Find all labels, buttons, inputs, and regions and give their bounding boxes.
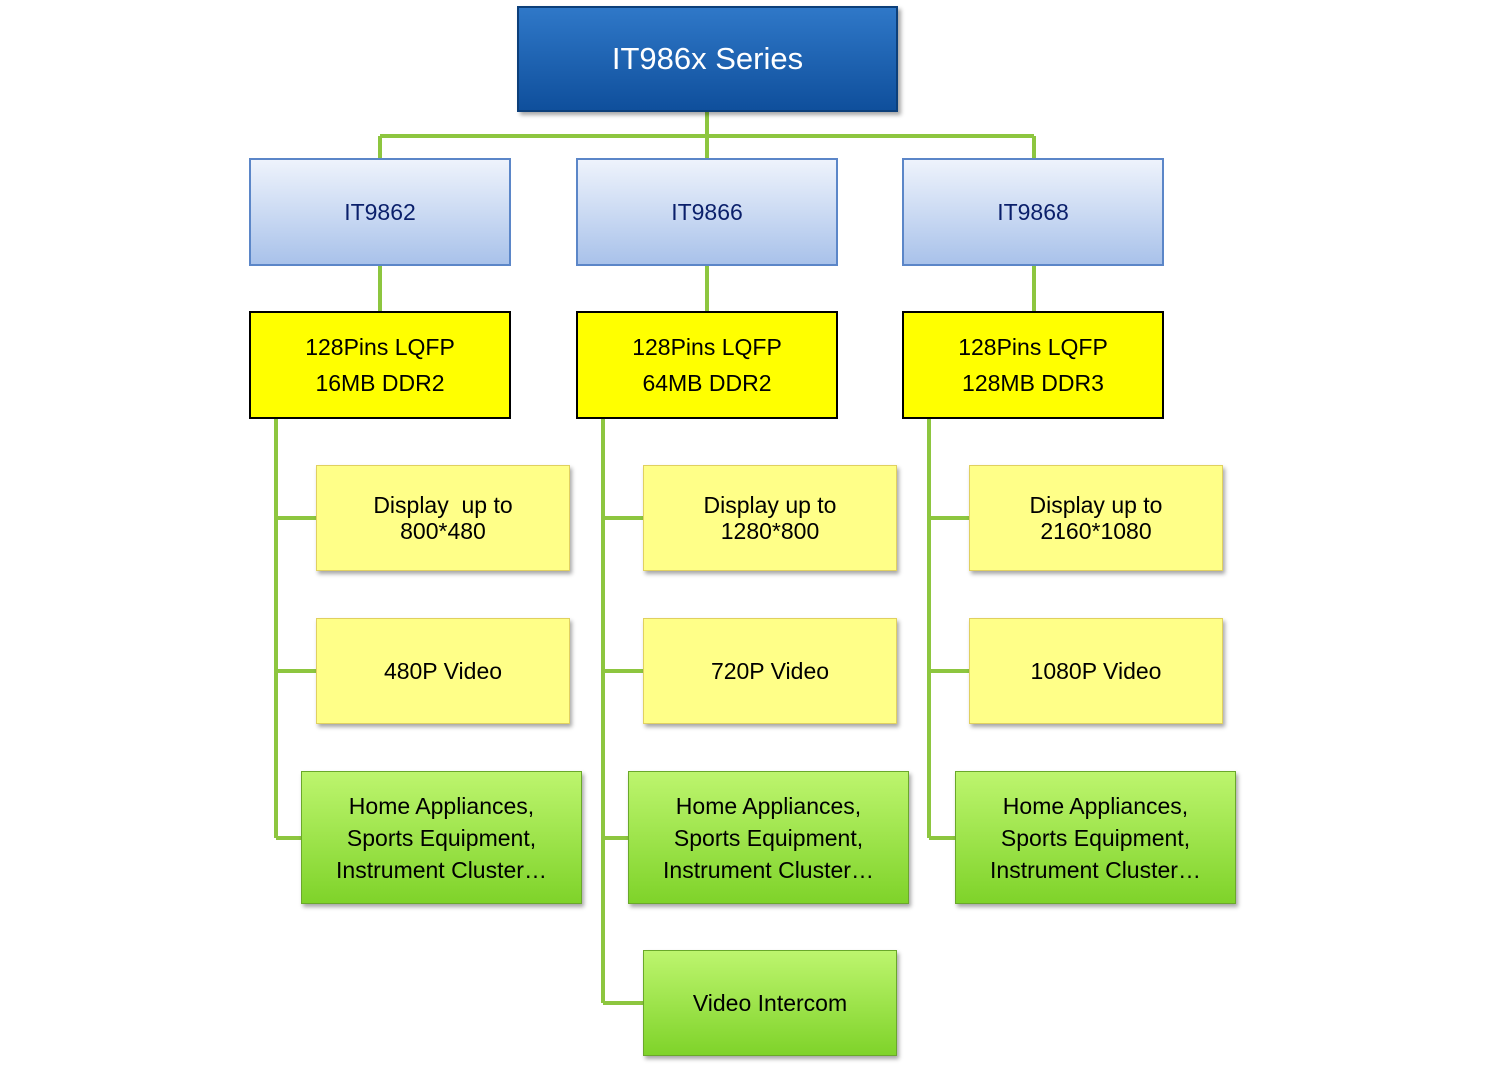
model-node-it9862: IT9862: [249, 158, 511, 266]
app-line: Instrument Cluster…: [336, 856, 547, 883]
app-line: Home Appliances,: [1002, 792, 1189, 819]
display-resolution: 800*480: [400, 518, 486, 544]
app-line: Instrument Cluster…: [990, 856, 1201, 883]
video-label: 480P Video: [383, 658, 503, 684]
spec-package: 128Pins LQFP: [632, 334, 782, 360]
app-line: Home Appliances,: [348, 792, 535, 819]
video-node-it9868: 1080P Video: [969, 618, 1223, 724]
apps-node-it9866: Home Appliances, Sports Equipment, Instr…: [628, 771, 909, 904]
apps-node-it9862: Home Appliances, Sports Equipment, Instr…: [301, 771, 582, 904]
spec-node-it9862: 128Pins LQFP 16MB DDR2: [249, 311, 511, 419]
app-line: Sports Equipment,: [673, 824, 864, 851]
model-label: IT9866: [671, 198, 743, 225]
display-label: Display up to: [1029, 492, 1163, 518]
spec-node-it9868: 128Pins LQFP 128MB DDR3: [902, 311, 1164, 419]
model-label: IT9862: [344, 198, 416, 225]
root-node: IT986x Series: [517, 6, 898, 112]
display-node-it9868: Display up to 2160*1080: [969, 465, 1223, 571]
display-node-it9866: Display up to 1280*800: [643, 465, 897, 571]
apps-node-it9868: Home Appliances, Sports Equipment, Instr…: [955, 771, 1236, 904]
display-resolution: 1280*800: [720, 518, 820, 544]
model-label: IT9868: [997, 198, 1069, 225]
video-label: 720P Video: [710, 658, 830, 684]
root-label: IT986x Series: [611, 41, 804, 76]
model-node-it9866: IT9866: [576, 158, 838, 266]
model-node-it9868: IT9868: [902, 158, 1164, 266]
video-node-it9862: 480P Video: [316, 618, 570, 724]
spec-node-it9866: 128Pins LQFP 64MB DDR2: [576, 311, 838, 419]
app-line: Sports Equipment,: [1000, 824, 1191, 851]
app-line: Video Intercom: [692, 990, 848, 1016]
spec-memory: 16MB DDR2: [315, 370, 445, 396]
spec-memory: 128MB DDR3: [962, 370, 1104, 396]
video-node-it9866: 720P Video: [643, 618, 897, 724]
app-line: Home Appliances,: [675, 792, 862, 819]
spec-package: 128Pins LQFP: [958, 334, 1108, 360]
video-label: 1080P Video: [1030, 658, 1162, 684]
display-resolution: 2160*1080: [1040, 518, 1152, 544]
display-node-it9862: Display up to 800*480: [316, 465, 570, 571]
video-intercom-node: Video Intercom: [643, 950, 897, 1056]
display-label: Display up to: [703, 492, 837, 518]
spec-memory: 64MB DDR2: [642, 370, 772, 396]
display-label: Display up to: [373, 492, 513, 518]
spec-package: 128Pins LQFP: [305, 334, 455, 360]
app-line: Instrument Cluster…: [663, 856, 874, 883]
app-line: Sports Equipment,: [346, 824, 537, 851]
